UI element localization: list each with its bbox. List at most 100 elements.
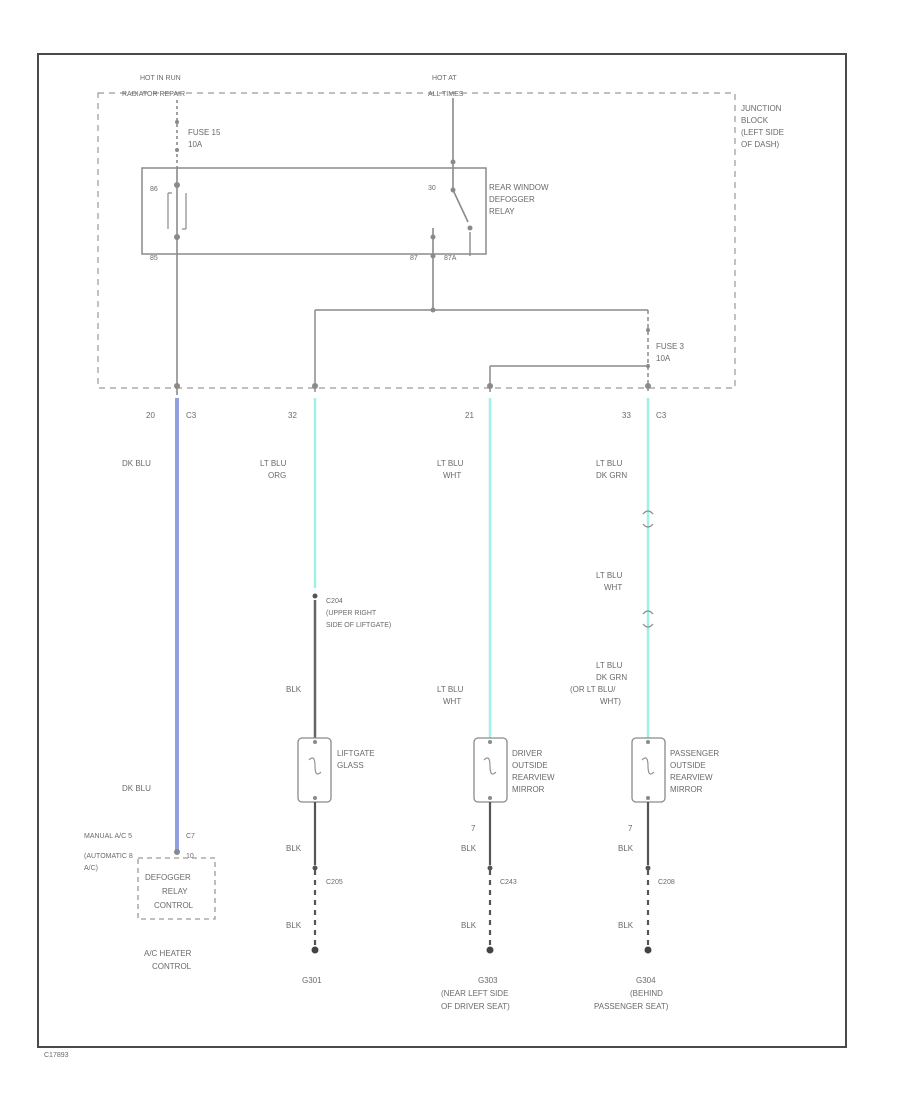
- splice-c204-label-2: (UPPER RIGHT: [326, 610, 377, 617]
- passenger-mirror: [631, 737, 666, 803]
- manual-ac-label: MANUAL A/C 5: [84, 833, 132, 840]
- relay-label-2: DEFOGGER: [489, 195, 535, 204]
- defogger-control-label: DEFOGGER: [145, 873, 191, 882]
- connector-pins: [174, 383, 651, 389]
- fuse-15-label: FUSE 15: [188, 128, 221, 137]
- lt-blu-wht-passenger-label-2: WHT: [604, 583, 622, 592]
- diagram-frame: [37, 53, 847, 1048]
- defogger-relay-control-box: [137, 857, 216, 920]
- inline-connector-2: [642, 610, 654, 628]
- liftgate-label: LIFTGATE: [337, 749, 375, 758]
- ground-g303-2: (NEAR LEFT SIDE: [441, 989, 508, 998]
- lt-blu-org-label-2: ORG: [268, 471, 286, 480]
- relay-pin-87a: 87A: [444, 255, 457, 262]
- ground-g301: G301: [302, 976, 322, 985]
- ac-heater-label-2: CONTROL: [152, 962, 192, 971]
- connector-c3-right: C3: [656, 411, 667, 420]
- relay-pin-85: 85: [150, 255, 158, 262]
- blk-passenger-lower: BLK: [618, 844, 634, 853]
- junction-block-label: JUNCTION: [741, 104, 782, 113]
- relay-pin-87: 87: [410, 255, 418, 262]
- hot-in-run-label-2: RADIATOR REPAIR: [122, 91, 185, 98]
- lt-blu-dk-grn-alt-label: LT BLU: [596, 661, 623, 670]
- blk-liftgate-ground: BLK: [286, 921, 302, 930]
- fuse-3-rating: 10A: [656, 354, 671, 363]
- lt-blu-wht-passenger-label: LT BLU: [596, 571, 623, 580]
- blk-liftgate-lower: BLK: [286, 844, 302, 853]
- driver-mirror-label-4: MIRROR: [512, 785, 545, 794]
- lt-blu-dk-grn-alt-label-4: WHT): [600, 697, 621, 706]
- passenger-mirror-label-4: MIRROR: [670, 785, 703, 794]
- defogger-control-label-3: CONTROL: [154, 901, 194, 910]
- passenger-mirror-label: PASSENGER: [670, 749, 719, 758]
- relay-coil: 86 85: [150, 168, 187, 395]
- pin-20: 20: [146, 411, 155, 420]
- pin-32: 32: [288, 411, 297, 420]
- relay-label: REAR WINDOW: [489, 183, 549, 192]
- lt-blu-wht-label: LT BLU: [437, 459, 464, 468]
- splice-c204-label-3: SIDE OF LIFTGATE): [326, 622, 391, 629]
- lower-blk-wires: [313, 802, 650, 945]
- lt-blu-wht-label-2: WHT: [443, 471, 461, 480]
- splice-c205: C205: [326, 879, 343, 886]
- ground-g304: G304: [636, 976, 656, 985]
- lt-blu-org-label: LT BLU: [260, 459, 287, 468]
- connector-c7: C7: [186, 833, 195, 840]
- figure-id: C17893: [44, 1052, 69, 1059]
- manual-ac-label-2: (AUTOMATIC 8: [84, 853, 133, 860]
- fuse-15-rating: 10A: [188, 140, 203, 149]
- junction-block-label-2: BLOCK: [741, 116, 769, 125]
- wire-dk-blu-label: DK BLU: [122, 459, 151, 468]
- relay-box: [141, 167, 487, 255]
- splice-c243: C243: [500, 879, 517, 886]
- junction-block-label-4: OF DASH): [741, 140, 780, 149]
- lt-blu-dk-grn-label: LT BLU: [596, 459, 623, 468]
- ground-points: [311, 946, 652, 954]
- driver-mirror-label: DRIVER: [512, 749, 542, 758]
- pin-21: 21: [465, 411, 474, 420]
- lt-blu-dk-grn-alt-label-2: DK GRN: [596, 673, 627, 682]
- relay-pin-86: 86: [150, 186, 158, 193]
- ground-g304-2: (BEHIND: [630, 989, 663, 998]
- ground-g303-3: OF DRIVER SEAT): [441, 1002, 510, 1011]
- connector-c7-pin: 10: [186, 853, 194, 860]
- relay-pin-30: 30: [428, 185, 436, 192]
- lt-blu-dk-grn-alt-label-3: (OR LT BLU/: [570, 685, 616, 694]
- splice-dots: [312, 865, 651, 871]
- blk-label-liftgate: BLK: [286, 685, 302, 694]
- driver-mirror: [473, 737, 508, 803]
- passenger-mirror-label-2: OUTSIDE: [670, 761, 706, 770]
- ac-heater-label: A/C HEATER: [144, 949, 192, 958]
- pin-33: 33: [622, 411, 631, 420]
- relay-label-3: RELAY: [489, 207, 515, 216]
- blk-passenger-ground: BLK: [618, 921, 634, 930]
- wire-dk-blu-label-2: DK BLU: [122, 784, 151, 793]
- blk-driver-lower: BLK: [461, 844, 477, 853]
- splice-c208: C208: [658, 879, 675, 886]
- c7-pin-dot: [174, 849, 180, 855]
- blk-driver-ground: BLK: [461, 921, 477, 930]
- liftgate-label-2: GLASS: [337, 761, 364, 770]
- manual-ac-label-3: A/C): [84, 865, 98, 872]
- junction-block-label-3: (LEFT SIDE: [741, 128, 784, 137]
- lt-blu-wht-driver-label-2: WHT: [443, 697, 461, 706]
- passenger-mirror-label-3: REARVIEW: [670, 773, 713, 782]
- seven-driver: 7: [471, 824, 476, 833]
- lt-blu-wht-driver-label: LT BLU: [437, 685, 464, 694]
- driver-mirror-label-2: OUTSIDE: [512, 761, 548, 770]
- fuse-3-label: FUSE 3: [656, 342, 685, 351]
- liftgate-glass: [297, 737, 332, 803]
- ground-g304-3: PASSENGER SEAT): [594, 1002, 669, 1011]
- hot-at-all-times-label: HOT AT: [432, 75, 457, 82]
- hot-at-all-times-label-2: ALL TIMES: [428, 91, 464, 98]
- hot-in-run-label: HOT IN RUN: [140, 75, 181, 82]
- inline-connector-1: [642, 510, 654, 528]
- splice-c204: [312, 593, 318, 599]
- bus-wiring: [314, 307, 650, 392]
- junction-block-outline: [97, 92, 736, 389]
- fuse-15: FUSE 15 10A: [175, 100, 221, 168]
- splice-c204-label: C204: [326, 598, 343, 605]
- lt-blu-dk-grn-label-2: DK GRN: [596, 471, 627, 480]
- ground-g303: G303: [478, 976, 498, 985]
